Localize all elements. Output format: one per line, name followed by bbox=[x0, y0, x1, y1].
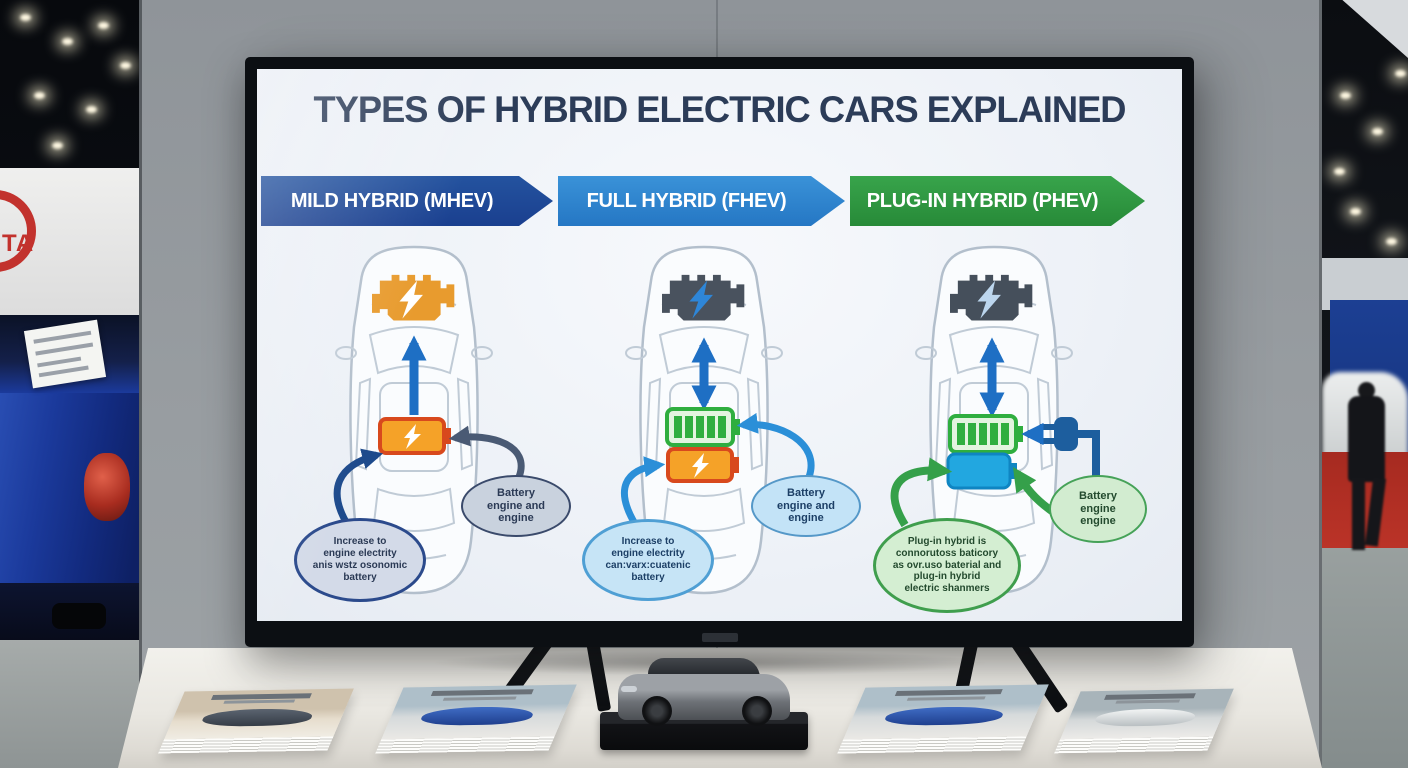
banner-full-hybrid: FULL HYBRID (FHEV) bbox=[558, 176, 845, 226]
visitor-head bbox=[1358, 382, 1375, 399]
ceiling-light bbox=[120, 62, 131, 69]
banner-mild-hybrid: MILD HYBRID (MHEV) bbox=[261, 176, 553, 226]
mhev-diagram bbox=[335, 245, 493, 595]
lightning-bolt-icon bbox=[977, 280, 1001, 319]
brochure-car-image bbox=[881, 705, 1008, 726]
lightning-bolt-icon bbox=[692, 453, 709, 478]
visitor-leg bbox=[1352, 478, 1365, 550]
hall-floor-right bbox=[1322, 548, 1408, 768]
lightning-bolt-icon bbox=[689, 280, 713, 319]
brochure-cover bbox=[380, 684, 577, 742]
ceiling-light bbox=[62, 38, 73, 45]
ceiling-light bbox=[1372, 128, 1383, 135]
model-car-headlight bbox=[621, 686, 637, 692]
exhibit-hall-left: TA bbox=[0, 0, 139, 768]
visitor-leg bbox=[1364, 477, 1387, 547]
battery-icon-green bbox=[948, 414, 1023, 454]
window-spec-sheet bbox=[23, 319, 107, 389]
brochure-cover bbox=[1059, 688, 1234, 742]
visitor-silhouette bbox=[1348, 382, 1388, 562]
brochure-subtitle-bar bbox=[907, 696, 986, 701]
ceiling-light bbox=[1350, 208, 1361, 215]
brochure-title-bar bbox=[894, 689, 1003, 697]
fhev-diagram bbox=[625, 245, 783, 595]
infographic-title: TYPES OF HYBRID ELECTRIC CARS EXPLAINED bbox=[313, 89, 1127, 130]
engine-icon bbox=[372, 274, 455, 321]
ceiling-light bbox=[34, 92, 45, 99]
spec-text-line bbox=[35, 342, 94, 356]
ceiling-light bbox=[1386, 238, 1397, 245]
model-car-wheel bbox=[642, 696, 672, 726]
brochure-car-image bbox=[199, 708, 316, 727]
battery-callout-mhev: Battery engine and engine bbox=[461, 475, 571, 537]
infographic-screen: TYPES OF HYBRID ELECTRIC CARS EXPLAINED … bbox=[257, 69, 1182, 621]
brochure-car-image bbox=[1092, 708, 1199, 727]
brochure-car-image bbox=[418, 705, 537, 726]
banner-label: FULL HYBRID (FHEV) bbox=[586, 189, 787, 212]
note-callout-mhev: Increase to engine electrity anis wstz o… bbox=[294, 518, 426, 602]
tv-brand-notch bbox=[701, 633, 738, 642]
banner-plug-in-hybrid: PLUG-IN HYBRID (PHEV) bbox=[850, 176, 1145, 226]
brochure-stack bbox=[837, 684, 1049, 754]
banner-label: PLUG-IN HYBRID (PHEV) bbox=[866, 189, 1099, 212]
spec-text-line bbox=[33, 330, 92, 344]
brochure-cover bbox=[163, 688, 354, 742]
brochure-title-bar bbox=[1104, 693, 1196, 700]
brochure-pages bbox=[1054, 736, 1214, 754]
engine-icon bbox=[662, 274, 745, 321]
brochure-subtitle-bar bbox=[442, 696, 517, 701]
ceiling-light bbox=[1395, 70, 1406, 77]
banner-label: MILD HYBRID (MHEV) bbox=[290, 189, 494, 212]
battery-callout-fhev: Battery engine and engine bbox=[751, 475, 861, 537]
brochure-cover bbox=[842, 684, 1049, 742]
battery-callout-phev: Battery engine engine bbox=[1049, 475, 1147, 543]
battery-icon-cyan bbox=[946, 452, 1017, 490]
model-car-wheel bbox=[742, 696, 772, 726]
tv-display: TYPES OF HYBRID ELECTRIC CARS EXPLAINED … bbox=[245, 57, 1194, 647]
hall-floor-left bbox=[0, 640, 139, 768]
white-booth-wall: TA bbox=[0, 168, 139, 320]
brochure-subtitle-bar bbox=[1114, 699, 1181, 704]
brochure-subtitle-bar bbox=[223, 699, 296, 704]
spec-text-line bbox=[37, 356, 82, 368]
brochure-stack bbox=[158, 688, 354, 754]
brochure-title-bar bbox=[211, 693, 312, 700]
blue-display-car bbox=[0, 315, 139, 647]
car-exhaust bbox=[52, 603, 106, 629]
ceiling-light bbox=[98, 22, 109, 29]
tail-light bbox=[84, 453, 130, 521]
battery-icon-orange bbox=[666, 447, 739, 483]
note-callout-phev: Plug-in hybrid is connorutoss baticory a… bbox=[873, 518, 1021, 613]
engine-icon bbox=[950, 274, 1033, 321]
battery-icon-green bbox=[665, 407, 740, 447]
wall-corner-left bbox=[139, 0, 142, 768]
battery-icon-orange bbox=[378, 417, 451, 455]
ceiling-light bbox=[20, 14, 31, 21]
ceiling-light bbox=[52, 142, 63, 149]
note-callout-fhev: Increase to engine electrity can:varx:cu… bbox=[582, 519, 714, 601]
ceiling-light bbox=[1340, 92, 1351, 99]
visitor-body bbox=[1348, 396, 1385, 482]
lightning-bolt-icon bbox=[399, 280, 423, 319]
spec-text-line bbox=[38, 365, 89, 378]
ceiling-light bbox=[1334, 168, 1345, 175]
ceiling-light bbox=[86, 106, 97, 113]
brochure-title-bar bbox=[430, 689, 534, 697]
brochure-stack bbox=[1054, 688, 1234, 754]
brand-signage-partial: TA bbox=[2, 230, 35, 257]
wall-corner-right bbox=[1319, 0, 1322, 768]
brochure-stack bbox=[375, 684, 577, 754]
lightning-bolt-icon bbox=[404, 424, 421, 449]
